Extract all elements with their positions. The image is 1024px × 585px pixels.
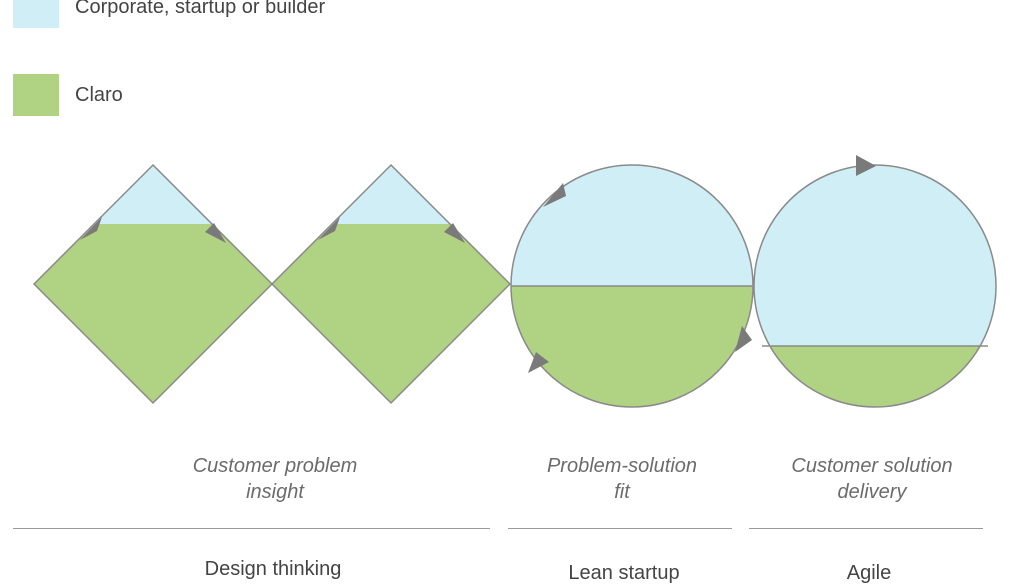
circle-2-corporate-fill — [754, 165, 996, 346]
diamond-2-corporate-fill — [272, 165, 510, 224]
method-label-agile: Agile — [846, 562, 892, 584]
circle-problem-solution — [510, 164, 754, 408]
arrow-icon — [80, 217, 102, 240]
arrow-icon — [205, 223, 226, 243]
legend-label-corporate: Corporate, startup or builder — [75, 0, 326, 18]
divider-agile — [749, 528, 983, 529]
phase-label-customer-problem: Customer problem insight — [192, 455, 358, 503]
arrow-icon — [528, 352, 549, 373]
arrow-icon — [543, 183, 566, 207]
diamond-customer-problem-1 — [32, 163, 274, 405]
arrow-icon — [444, 223, 465, 243]
legend-swatch-claro — [13, 74, 59, 116]
circle-1-claro-fill — [511, 286, 753, 407]
circle-1-corporate-fill — [511, 165, 753, 286]
method-label-design-thinking: Design thinking — [204, 558, 342, 580]
circle-2-claro-fill — [754, 346, 996, 407]
arrow-icon — [735, 326, 752, 352]
phase-label-problem-solution: Problem-solution fit — [546, 455, 698, 503]
diamond-customer-problem-2 — [270, 163, 512, 405]
method-label-lean-startup: Lean startup — [568, 562, 680, 584]
phase-label-customer-solution: Customer solution delivery — [791, 455, 953, 503]
arrow-icon — [318, 217, 340, 240]
divider-lean-startup — [508, 528, 732, 529]
legend-swatch-corporate — [13, 0, 59, 28]
diamond-1-corporate-fill — [34, 165, 272, 224]
legend-label-claro: Claro — [75, 84, 123, 106]
circle-customer-solution — [753, 155, 997, 408]
divider-design-thinking — [13, 528, 490, 529]
arrow-icon — [856, 155, 876, 176]
